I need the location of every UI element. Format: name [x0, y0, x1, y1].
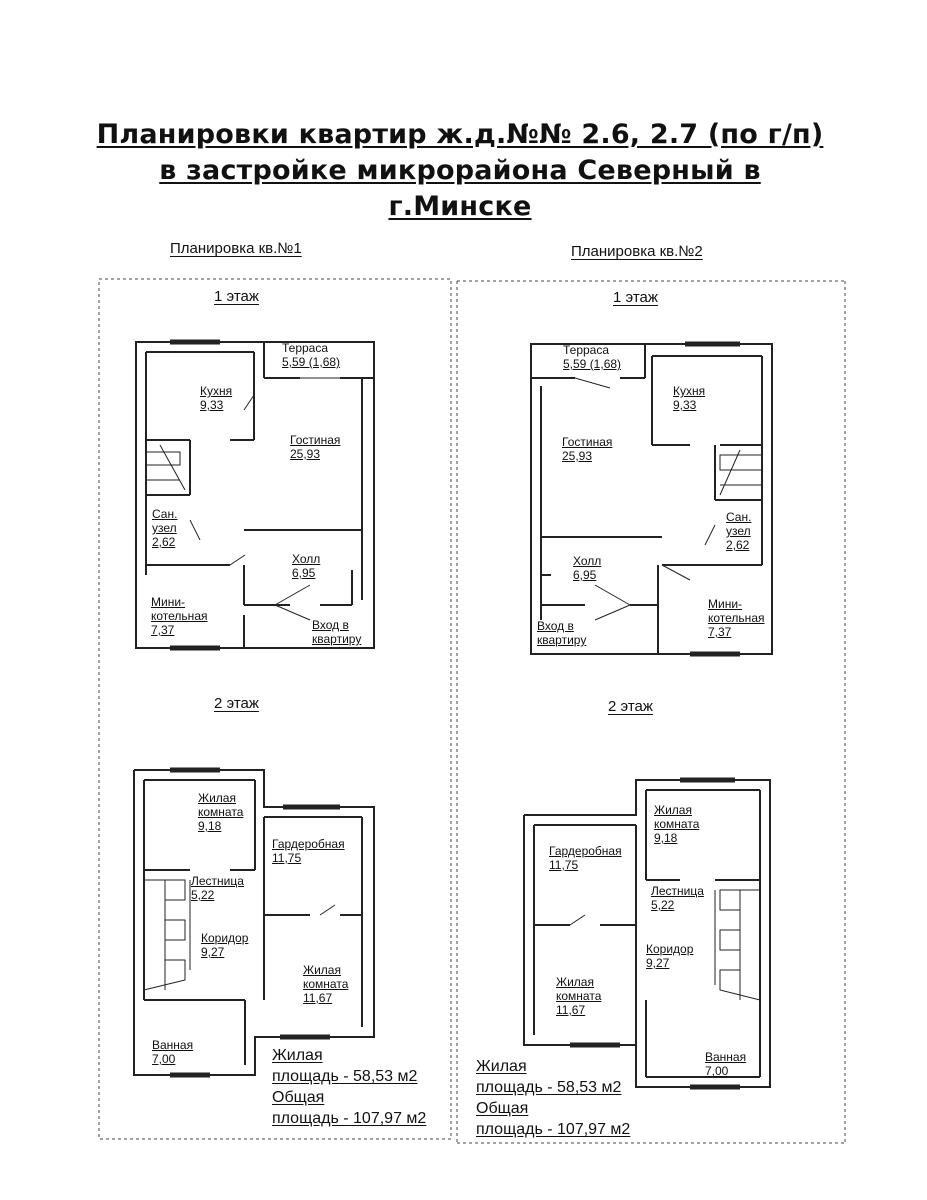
plan1-floor2-stairs: [143, 879, 336, 991]
plan1-kitchen-label: Кухня 9,33: [200, 384, 233, 412]
plan1-corridor-label: Коридор 9,27: [201, 931, 249, 959]
plan1-living-area-label: Жилая: [272, 1047, 323, 1064]
plan1-total-area-label: Общая: [272, 1089, 325, 1106]
plan1-bath-label: Сан. узел 2,62: [152, 507, 178, 549]
plan1-boiler-label: Мини- котельная 7,37: [151, 595, 208, 637]
plan1-bedroom1-label: Жилая комната 9,18: [198, 791, 244, 833]
document-title: Планировки квартир ж.д.№№ 2.6, 2.7 (по г…: [60, 117, 860, 225]
plan1-living-area-value: площадь - 58,53 м2: [272, 1068, 418, 1085]
plan1-floor2-walls: [133, 767, 375, 1078]
plan2-bedroom1-label: Жилая комната 9,18: [654, 803, 700, 845]
plan2-bath-label: Сан. узел 2,62: [726, 510, 752, 552]
plan2-frame: [456, 280, 846, 1144]
plan2-terrace-label: Терраса 5,59 (1,68): [563, 343, 622, 371]
plan2-corridor-label: Коридор 9,27: [646, 942, 694, 970]
plan2-floor1-walls: [530, 341, 773, 657]
plan2-living-area-label: Жилая: [476, 1058, 527, 1075]
title-line-1: Планировки квартир ж.д.№№ 2.6, 2.7 (по г…: [96, 119, 824, 150]
plan1-wardrobe-label: Гардеробная 11,75: [272, 837, 345, 865]
plan2-caption: Планировка кв.№2: [571, 243, 703, 260]
plan1-total-area-value: площадь - 107,97 м2: [272, 1110, 427, 1127]
plan2-floor2-walls: [523, 777, 771, 1090]
plan2-stairs-label: Лестница 5,22: [651, 884, 704, 912]
plan2-living-area-value: площадь - 58,53 м2: [476, 1079, 622, 1096]
plan2-bathroom-label: Ванная 7,00: [705, 1050, 747, 1078]
plan2-hall-label: Холл 6,95: [573, 554, 602, 582]
plan2-floor1-doors: [574, 377, 763, 621]
plan2-entry-label: Вход в квартиру: [537, 619, 587, 647]
plan1-caption: Планировка кв.№1: [170, 240, 302, 257]
plan1-living-label: Гостиная 25,93: [290, 433, 341, 461]
plan2-total-area-label: Общая: [476, 1100, 529, 1117]
plan2-floor1-label: 1 этаж: [613, 289, 658, 306]
plan2-floor2-stairs: [569, 889, 761, 1001]
plan1-entry-label: Вход в квартиру: [312, 618, 362, 646]
plan2-area-summary: Жилая площадь - 58,53 м2 Общая площадь -…: [476, 1056, 630, 1140]
plan2-boiler-label: Мини- котельная 7,37: [708, 597, 765, 639]
plan2-bedroom2-label: Жилая комната 11,67: [556, 975, 602, 1017]
title-line-2: в застройке микрорайона Северный в: [159, 155, 761, 186]
plan1-floor1-walls: [135, 339, 375, 651]
plan2-living-label: Гостиная 25,93: [562, 435, 613, 463]
plan1-bathroom-label: Ванная 7,00: [152, 1038, 194, 1066]
plan1-floor1-doors: [145, 394, 311, 621]
plan1-area-summary: Жилая площадь - 58,53 м2 Общая площадь -…: [272, 1045, 426, 1129]
plan1-bedroom2-label: Жилая комната 11,67: [303, 963, 349, 1005]
plan2-wardrobe-label: Гардеробная 11,75: [549, 844, 622, 872]
plan2-floor2-label: 2 этаж: [608, 698, 653, 715]
plan1-terrace-label: Терраса 5,59 (1,68): [282, 341, 341, 369]
plan1-floor2-label: 2 этаж: [214, 695, 259, 712]
title-line-3: г.Минске: [388, 191, 532, 222]
plan1-floor1-label: 1 этаж: [214, 288, 259, 305]
plan2-kitchen-label: Кухня 9,33: [673, 384, 706, 412]
plan2-total-area-value: площадь - 107,97 м2: [476, 1121, 631, 1138]
plan1-hall-label: Холл 6,95: [292, 552, 321, 580]
plan1-stairs-label: Лестница 5,22: [191, 874, 244, 902]
plan1-frame: [98, 278, 452, 1140]
